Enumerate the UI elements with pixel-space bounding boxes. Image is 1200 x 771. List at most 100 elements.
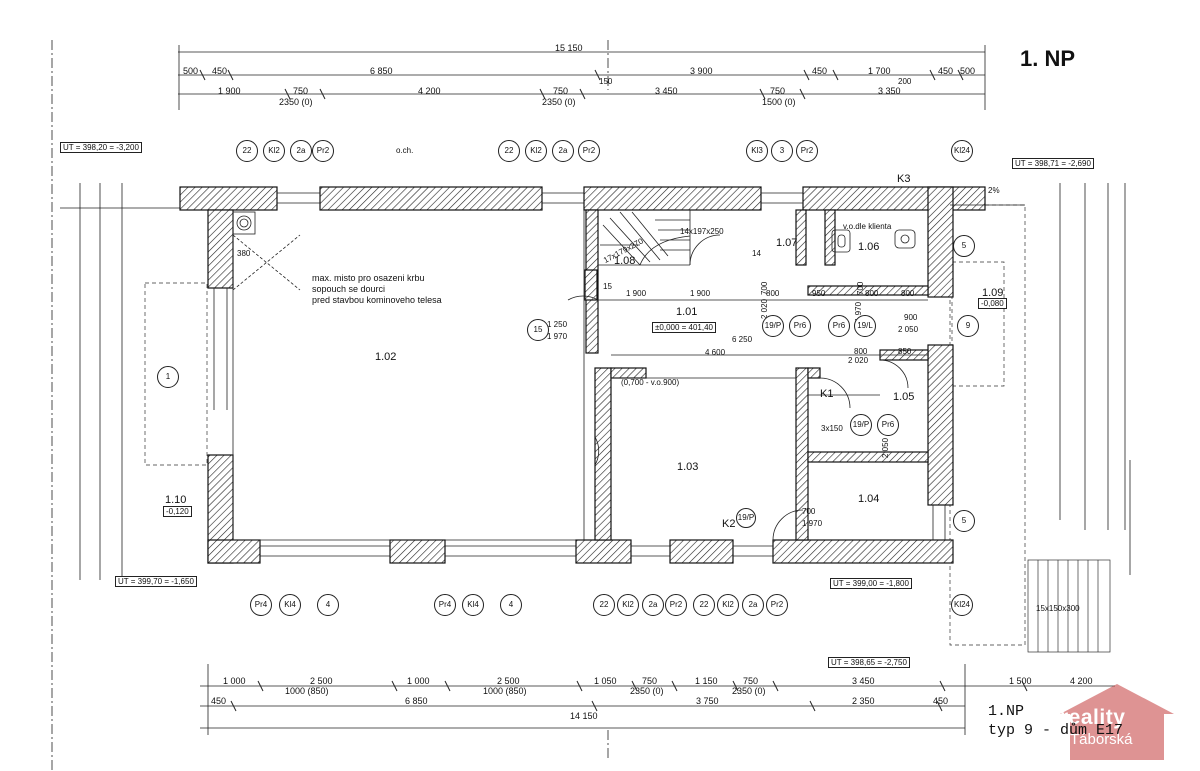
element-tag: Kl2: [263, 140, 285, 162]
room-number: 1.01: [676, 306, 698, 318]
dim-inner: 1 250: [547, 320, 568, 329]
logo-subtext: Táborská: [1070, 731, 1133, 748]
dim-bottom: 2 350: [852, 696, 875, 706]
interior-lines: [213, 192, 946, 557]
dim-top: 6 850: [370, 66, 393, 76]
element-tag: 22: [693, 594, 715, 616]
element-tag: Kl4: [279, 594, 301, 616]
element-tag: Pr6: [828, 315, 850, 337]
dim-inner: 1 970: [547, 332, 568, 341]
element-tag: 19/P: [736, 508, 756, 528]
dim-top: 1 900: [218, 86, 241, 96]
note-line: sopouch se dourci: [312, 284, 386, 294]
element-tag: Kl3: [746, 140, 768, 162]
dim-bottom: 2350 (0): [630, 686, 664, 696]
dim-bottom: 1 000: [223, 676, 246, 686]
room-number: 1.06: [858, 241, 880, 253]
dim-bottom: 750: [642, 676, 658, 686]
dim-inner: 900: [904, 313, 918, 322]
column-label: K3: [897, 173, 911, 185]
dim-bottom: 450: [933, 696, 949, 706]
element-tag: 9: [957, 315, 979, 337]
element-tag: 19/L: [854, 315, 876, 337]
element-tag: Pr2: [665, 594, 687, 616]
dim-top: 750: [770, 86, 786, 96]
dim-inner: 2 050: [898, 325, 919, 334]
element-tag: 1: [157, 366, 179, 388]
dim-overall: 14 150: [570, 711, 598, 721]
dim-top: 4 200: [418, 86, 441, 96]
dim-inner: 850: [898, 347, 912, 356]
element-tag: Pr2: [578, 140, 600, 162]
dim-inner: 1 900: [690, 289, 711, 298]
element-tag: 4: [500, 594, 522, 616]
element-tag: 2a: [642, 594, 664, 616]
dim-top: 200: [898, 77, 912, 86]
dim-inner: 15: [603, 282, 612, 291]
dim-inner: 4 600: [705, 348, 726, 357]
dim-top: 3 450: [655, 86, 678, 96]
dim-inner: 2%: [988, 186, 1000, 195]
element-tag: 2a: [742, 594, 764, 616]
element-tag: Pr4: [250, 594, 272, 616]
dim-top: 150: [599, 77, 613, 86]
dim-top: 450: [212, 66, 228, 76]
elevation-label: UT = 398,20 = -3,200: [60, 142, 142, 153]
dim-inner: 950: [812, 289, 826, 298]
element-tag: Kl24: [951, 140, 973, 162]
dim-top: 3 350: [878, 86, 901, 96]
room-number: 1.08: [614, 255, 636, 267]
dim-inner: 6 250: [732, 335, 753, 344]
element-tag: Kl24: [951, 594, 973, 616]
element-tag: 22: [498, 140, 520, 162]
element-tag: 15: [527, 319, 549, 341]
dim-inner: 800: [865, 289, 879, 298]
dim-inner: 700: [802, 507, 816, 516]
room-number: 1.05: [893, 391, 915, 403]
element-tag: 4: [317, 594, 339, 616]
page-title: 1. NP: [1020, 46, 1076, 71]
dim-bottom: 6 850: [405, 696, 428, 706]
dim-bottom: 1000 (850): [285, 686, 329, 696]
room-number: 1.09: [982, 287, 1004, 299]
caption-floor: 1.NP: [988, 703, 1025, 720]
note-line: max. misto pro osazeni krbu: [312, 273, 425, 283]
element-tag: 22: [593, 594, 615, 616]
element-tag: 19/P: [850, 414, 872, 436]
dim-bottom: 1 050: [594, 676, 617, 686]
dimension-lines: [51, 40, 1131, 771]
dim-top: 450: [938, 66, 954, 76]
dim-inner: 1 970: [802, 519, 823, 528]
dim-top: 500: [183, 66, 199, 76]
room-number: 1.07: [776, 237, 798, 249]
element-tag: Pr4: [434, 594, 456, 616]
dim-top: 1 700: [868, 66, 891, 76]
column-label: K2: [722, 518, 736, 530]
element-tag: Kl2: [717, 594, 739, 616]
dim-bottom: 2 500: [497, 676, 520, 686]
element-tag: Pr2: [796, 140, 818, 162]
elevation-label: UT = 398,71 = -2,690: [1012, 158, 1094, 169]
element-tag: 3: [771, 140, 793, 162]
element-tag: Pr6: [789, 315, 811, 337]
walls: [179, 186, 986, 564]
dim-bottom: 1000 (850): [483, 686, 527, 696]
caption-type: typ 9 - dům E17: [988, 722, 1124, 739]
dim-inner: 15x150x300: [1036, 604, 1080, 613]
dim-top: 2350 (0): [542, 97, 576, 107]
dim-bottom: 3 450: [852, 676, 875, 686]
dim-bottom: 2350 (0): [732, 686, 766, 696]
entrance-steps: [1027, 559, 1111, 653]
room-level: -0,120: [163, 506, 192, 517]
room-number: 1.03: [677, 461, 699, 473]
room-level: -0,080: [978, 298, 1007, 309]
dim-bottom: 1 500: [1009, 676, 1032, 686]
dim-bottom: 2 500: [310, 676, 333, 686]
house-logo-icon: [1060, 684, 1174, 760]
chimney-label: o.ch.: [396, 146, 414, 155]
element-tag: 2a: [290, 140, 312, 162]
dim-top: 750: [553, 86, 569, 96]
dim-top: 450: [812, 66, 828, 76]
room-level: ±0,000 = 401,40: [652, 322, 716, 333]
element-tag: Kl4: [462, 594, 484, 616]
